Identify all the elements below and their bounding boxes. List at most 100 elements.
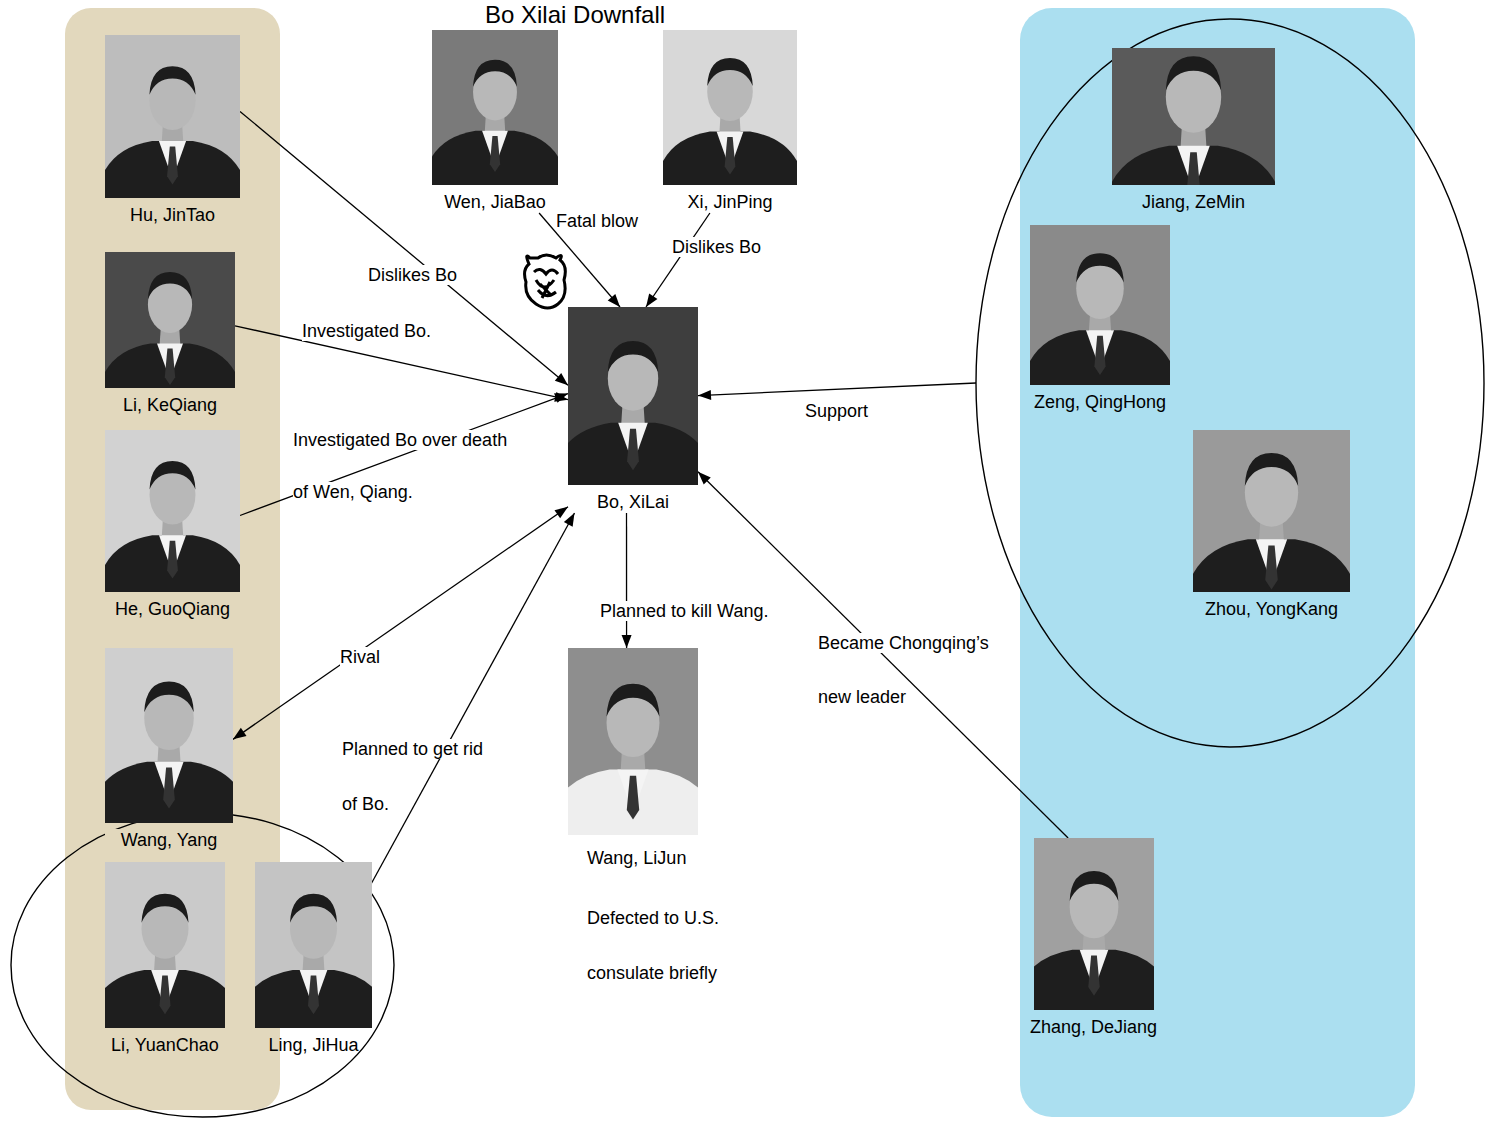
arrow-head bbox=[554, 393, 568, 402]
person-node: Wang, LiJunDefected to U.S. consulate br… bbox=[568, 648, 757, 1001]
photo-hair bbox=[150, 461, 196, 489]
edge-label-box: Investigated Bo over death of Wen, Qiang… bbox=[293, 414, 525, 518]
person-node: He, GuoQiang bbox=[105, 430, 240, 620]
edge-label-box: Investigated Bo. bbox=[302, 320, 472, 342]
person-name: Li, KeQiang bbox=[105, 394, 235, 416]
portrait-photo bbox=[1030, 225, 1170, 385]
connector-line bbox=[240, 394, 568, 516]
connector bbox=[368, 513, 574, 889]
connector-line bbox=[539, 213, 620, 307]
person-node: Bo, XiLai bbox=[568, 307, 698, 513]
edge-label: Fatal blow bbox=[556, 211, 638, 231]
connector bbox=[539, 213, 620, 307]
portrait-photo bbox=[568, 307, 698, 485]
scribble-icon bbox=[520, 250, 570, 312]
portrait-photo bbox=[105, 252, 235, 388]
portrait-photo bbox=[105, 862, 225, 1028]
photo-ground bbox=[432, 30, 558, 185]
arrow-head bbox=[608, 294, 620, 307]
connector bbox=[235, 326, 568, 402]
ellipse-shape bbox=[976, 19, 1484, 747]
edge-label: Investigated Bo. bbox=[302, 321, 431, 341]
person-name: Li, YuanChao bbox=[105, 1034, 225, 1056]
photo-tie bbox=[159, 975, 170, 1014]
edge-label: Support bbox=[805, 401, 868, 421]
photo-hair bbox=[1245, 453, 1298, 486]
edge-label-box: Dislikes Bo bbox=[672, 236, 782, 258]
portrait-photo bbox=[105, 430, 240, 592]
person-name: Ling, JiHua bbox=[255, 1034, 372, 1056]
photo-hair bbox=[607, 684, 660, 717]
person-name: Zhou, YongKang bbox=[1193, 598, 1350, 620]
photo-ground bbox=[1034, 838, 1154, 1010]
connector bbox=[622, 513, 632, 648]
edge-label: Planned to kill Wang. bbox=[600, 601, 768, 621]
person-name: Wen, JiaBao bbox=[432, 191, 558, 213]
scribble-outline bbox=[525, 255, 566, 308]
photo-ground bbox=[663, 30, 797, 185]
connector bbox=[233, 507, 568, 740]
edge-label-box: Support bbox=[805, 400, 895, 422]
photo-hair bbox=[141, 894, 188, 923]
person-node: Li, KeQiang bbox=[105, 252, 235, 416]
photo-tie bbox=[1265, 546, 1278, 590]
edge-label: Planned to get rid of Bo. bbox=[342, 739, 483, 814]
arrow-head bbox=[555, 373, 568, 385]
photo-suit bbox=[255, 970, 372, 1028]
portrait-photo bbox=[105, 35, 240, 198]
portrait-photo bbox=[1193, 430, 1350, 592]
person-node: Zhang, DeJiang bbox=[1030, 838, 1157, 1038]
photo-tie bbox=[627, 429, 639, 471]
connector-line bbox=[368, 513, 574, 889]
person-node: Jiang, ZeMin bbox=[1112, 48, 1275, 213]
photo-hair bbox=[149, 66, 195, 95]
photo-suit bbox=[432, 131, 558, 185]
photo-tie bbox=[308, 975, 319, 1014]
portrait-photo bbox=[1034, 838, 1154, 1010]
edge-label-box: Planned to get rid of Bo. bbox=[342, 722, 494, 832]
arrow-head bbox=[233, 728, 247, 740]
connector-line bbox=[698, 472, 1068, 838]
arrow-head bbox=[698, 472, 711, 485]
photo-tie bbox=[167, 541, 178, 579]
portrait-photo bbox=[663, 30, 797, 185]
photo-ground bbox=[105, 252, 235, 388]
photo-ground bbox=[568, 648, 698, 835]
edge-label: Dislikes Bo bbox=[368, 265, 457, 285]
photo-ground bbox=[568, 307, 698, 485]
person-name: Jiang, ZeMin bbox=[1112, 191, 1275, 213]
person-node: Ling, JiHua bbox=[255, 862, 372, 1056]
portrait-photo bbox=[105, 648, 233, 823]
person-name: Bo, XiLai bbox=[568, 491, 698, 513]
arrow-head bbox=[698, 390, 711, 400]
scribble-strokes bbox=[534, 269, 558, 298]
connector bbox=[646, 213, 710, 307]
person-name: Zhang, DeJiang bbox=[1030, 1016, 1157, 1038]
person-name: Wang, Yang bbox=[105, 829, 233, 851]
arrow-head bbox=[554, 392, 568, 402]
diagram-title: Bo Xilai Downfall bbox=[485, 1, 665, 29]
photo-hair bbox=[1069, 871, 1118, 901]
photo-ground bbox=[105, 35, 240, 198]
ellipse-shape bbox=[11, 813, 394, 1117]
person-node: Zhou, YongKang bbox=[1193, 430, 1350, 620]
photo-suit bbox=[663, 132, 797, 185]
photo-tie bbox=[1088, 956, 1099, 996]
person-node: Xi, JinPing bbox=[663, 30, 797, 213]
person-name: He, GuoQiang bbox=[105, 598, 240, 620]
photo-tie bbox=[627, 776, 639, 820]
person-node: Wang, Yang bbox=[105, 648, 233, 851]
photo-hair bbox=[290, 894, 337, 923]
photo-ground bbox=[1112, 48, 1275, 185]
photo-tie bbox=[725, 137, 736, 175]
photo-ground bbox=[105, 430, 240, 592]
connector-line bbox=[698, 383, 976, 396]
photo-suit bbox=[105, 343, 235, 388]
edge-label-box: Rival bbox=[340, 646, 410, 668]
arrow-head bbox=[646, 293, 657, 307]
photo-suit bbox=[105, 535, 240, 592]
photo-tie bbox=[490, 136, 500, 172]
photo-tie bbox=[167, 146, 178, 184]
photo-suit bbox=[568, 423, 698, 485]
connector-line bbox=[233, 507, 568, 740]
